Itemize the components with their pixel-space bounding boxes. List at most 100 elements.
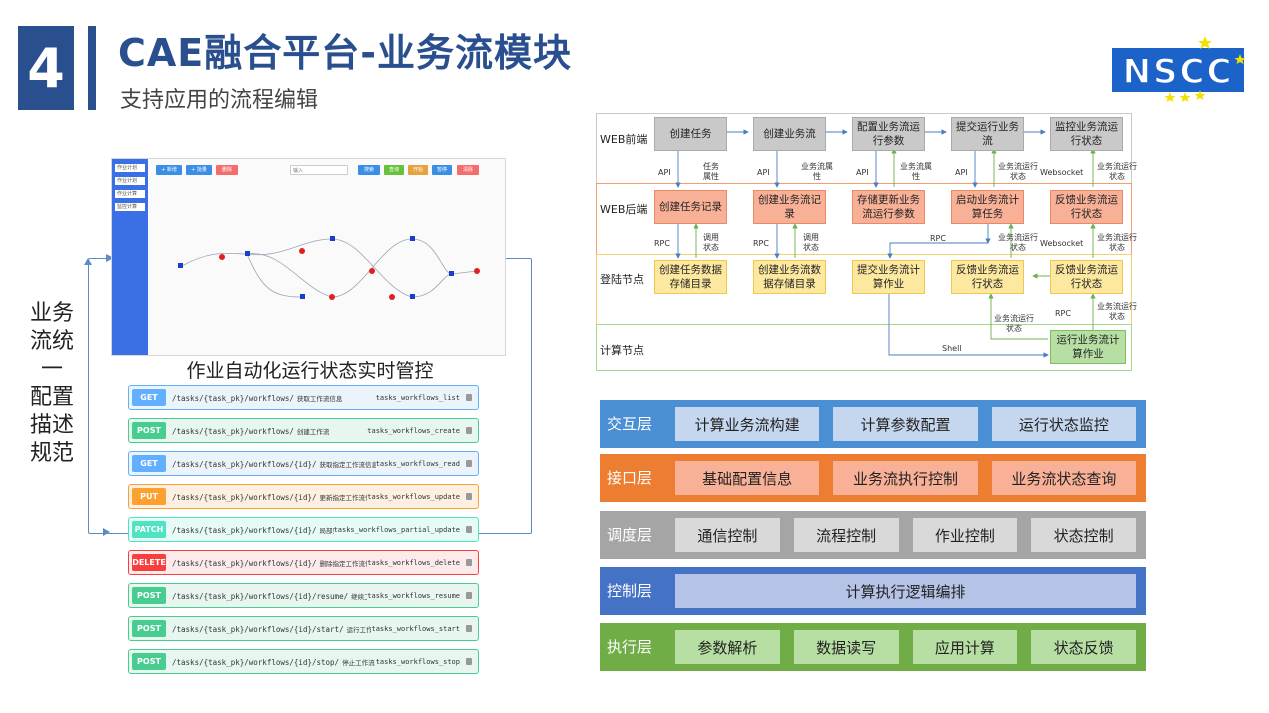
endpoint-path: /tasks/{task_pk}/workflows/{id}/start/运行… [172, 624, 371, 634]
app-search-button[interactable]: 搜索 [358, 165, 380, 175]
flow-step: 创建业务流 [753, 117, 826, 151]
flow-label: API [658, 168, 671, 177]
layer-component: 业务流状态查询 [991, 461, 1136, 495]
app-menu-item[interactable]: 监控计算 [115, 203, 145, 211]
workflow-editor-screenshot: 作业计划 作业计划 作业计算 监控计算 + 新增 + 批量 删除 输入 搜索 查… [111, 158, 506, 356]
endpoint-description: 获取工作流信息 [296, 394, 343, 403]
title-divider [88, 26, 96, 110]
layer-component: 计算执行逻辑编排 [675, 574, 1136, 608]
api-endpoint-row[interactable]: PATCH/tasks/{task_pk}/workflows/{id}/局部更… [128, 517, 479, 542]
nscc-logo: NSCC [1112, 36, 1246, 102]
flow-step: 创建业务流记录 [753, 190, 826, 224]
app-menu-item[interactable]: 作业计划 [115, 164, 145, 172]
lane-web-frontend [596, 113, 1132, 183]
layer-component: 应用计算 [912, 630, 1018, 664]
lock-icon[interactable] [466, 427, 472, 434]
flow-label: 任务属性 [703, 162, 719, 181]
app-menu-item[interactable]: 作业计划 [115, 177, 145, 185]
lane-label: 登陆节点 [600, 273, 644, 286]
flow-step: 创建任务 [654, 117, 727, 151]
endpoint-path: /tasks/{task_pk}/workflows/创建工作流 [172, 426, 367, 436]
flow-step: 监控业务流运行状态 [1050, 117, 1123, 151]
flow-label: 业务流运行状态 [1097, 162, 1137, 181]
flow-label: 业务流属性 [900, 162, 932, 181]
flow-label: Websocket [1040, 168, 1084, 177]
layer-row: 执行层参数解析数据读写应用计算状态反馈 [600, 623, 1146, 671]
flow-step: 存储更新业务流运行参数 [852, 190, 925, 224]
app-batch-button[interactable]: + 批量 [186, 165, 212, 175]
lane-compute-node [596, 324, 1132, 371]
app-sidebar: 作业计划 作业计划 作业计算 监控计算 [112, 159, 148, 355]
operation-id: tasks_workflows_resume [367, 591, 460, 600]
app-menu-item[interactable]: 作业计算 [115, 190, 145, 198]
api-endpoint-row[interactable]: DELETE/tasks/{task_pk}/workflows/{id}/删除… [128, 550, 479, 575]
page-title: CAE融合平台-业务流模块 [118, 31, 573, 75]
app-start-button[interactable]: 开始 [408, 165, 428, 175]
flow-arrows [675, 129, 1096, 358]
loop-arrows [84, 254, 114, 536]
flow-label: API [955, 168, 968, 177]
flow-label: RPC [930, 234, 946, 243]
layer-component: 状态控制 [1031, 518, 1136, 552]
flow-step: 创建业务流数据存储目录 [753, 260, 826, 294]
http-method-badge: PATCH [132, 521, 166, 538]
operation-id: tasks_workflows_create [367, 426, 460, 435]
lock-icon[interactable] [466, 658, 472, 665]
operation-id: tasks_workflows_partial_update [333, 525, 460, 534]
section-number: 4 [18, 26, 74, 110]
lane-label: WEB前端 [600, 133, 648, 146]
api-endpoint-row[interactable]: POST/tasks/{task_pk}/workflows/{id}/star… [128, 616, 479, 641]
lock-icon[interactable] [466, 625, 472, 632]
endpoint-description: 创建工作流 [296, 427, 330, 436]
lock-icon[interactable] [466, 493, 472, 500]
app-query-button[interactable]: 查询 [384, 165, 404, 175]
svg-text:NSCC: NSCC [1123, 52, 1234, 92]
endpoint-path-text: /tasks/{task_pk}/workflows/{id}/ [172, 459, 317, 469]
flow-label: 业务流属性 [801, 162, 833, 181]
layer-name: 交互层 [607, 415, 653, 433]
layer-component: 数据读写 [793, 630, 899, 664]
editor-caption: 作业自动化运行状态实时管控 [186, 360, 434, 382]
layer-name: 调度层 [607, 526, 653, 544]
operation-id: tasks_workflows_update [367, 492, 460, 501]
app-delete-button[interactable]: 删除 [216, 165, 238, 175]
http-method-badge: GET [132, 455, 166, 472]
api-endpoint-row[interactable]: POST/tasks/{task_pk}/workflows/{id}/resu… [128, 583, 479, 608]
endpoint-path: /tasks/{task_pk}/workflows/{id}/resume/继… [172, 591, 367, 601]
endpoint-description: 删除指定工作流信息 [319, 559, 368, 568]
flow-step: 创建任务记录 [654, 190, 727, 224]
endpoint-path: /tasks/{task_pk}/workflows/{id}/stop/停止工… [172, 657, 376, 667]
api-endpoint-row[interactable]: POST/tasks/{task_pk}/workflows/{id}/stop… [128, 649, 479, 674]
app-add-button[interactable]: + 新增 [156, 165, 182, 175]
http-method-badge: POST [132, 587, 166, 604]
app-search-input[interactable]: 输入 [290, 165, 348, 175]
operation-id: tasks_workflows_stop [375, 657, 460, 666]
business-flow-diagram: WEB前端 WEB后端 登陆节点 计算节点 创建任务 创建业务流 配置业务流 [596, 113, 1137, 371]
endpoint-description: 继续工作流 [351, 592, 367, 601]
operation-id: tasks_workflows_list [375, 393, 460, 402]
api-endpoint-row[interactable]: PUT/tasks/{task_pk}/workflows/{id}/更新指定工… [128, 484, 479, 509]
flow-label: 业务流运行状态 [998, 162, 1038, 181]
flow-label: Websocket [1040, 239, 1084, 248]
app-pause-button[interactable]: 暂停 [432, 165, 452, 175]
lock-icon[interactable] [466, 394, 472, 401]
endpoint-description: 获取指定工作流信息 [319, 460, 376, 469]
api-endpoint-row[interactable]: GET/tasks/{task_pk}/workflows/{id}/获取指定工… [128, 451, 479, 476]
lock-icon[interactable] [466, 460, 472, 467]
endpoint-path-text: /tasks/{task_pk}/workflows/{id}/ [172, 558, 317, 568]
flow-label: RPC [1055, 309, 1071, 318]
lock-icon[interactable] [466, 559, 472, 566]
app-clear-button[interactable]: 清除 [457, 165, 479, 175]
http-method-badge: POST [132, 620, 166, 637]
layer-component: 参数解析 [675, 630, 780, 664]
endpoint-path-text: /tasks/{task_pk}/workflows/{id}/resume/ [172, 591, 349, 601]
lock-icon[interactable] [466, 526, 472, 533]
layer-component: 通信控制 [675, 518, 780, 552]
layer-component: 作业控制 [912, 518, 1018, 552]
lock-icon[interactable] [466, 592, 472, 599]
endpoint-description: 局部更新指定工作流信息 [319, 526, 334, 535]
endpoint-path: /tasks/{task_pk}/workflows/获取工作流信息 [172, 393, 376, 403]
layer-component: 业务流执行控制 [833, 461, 978, 495]
